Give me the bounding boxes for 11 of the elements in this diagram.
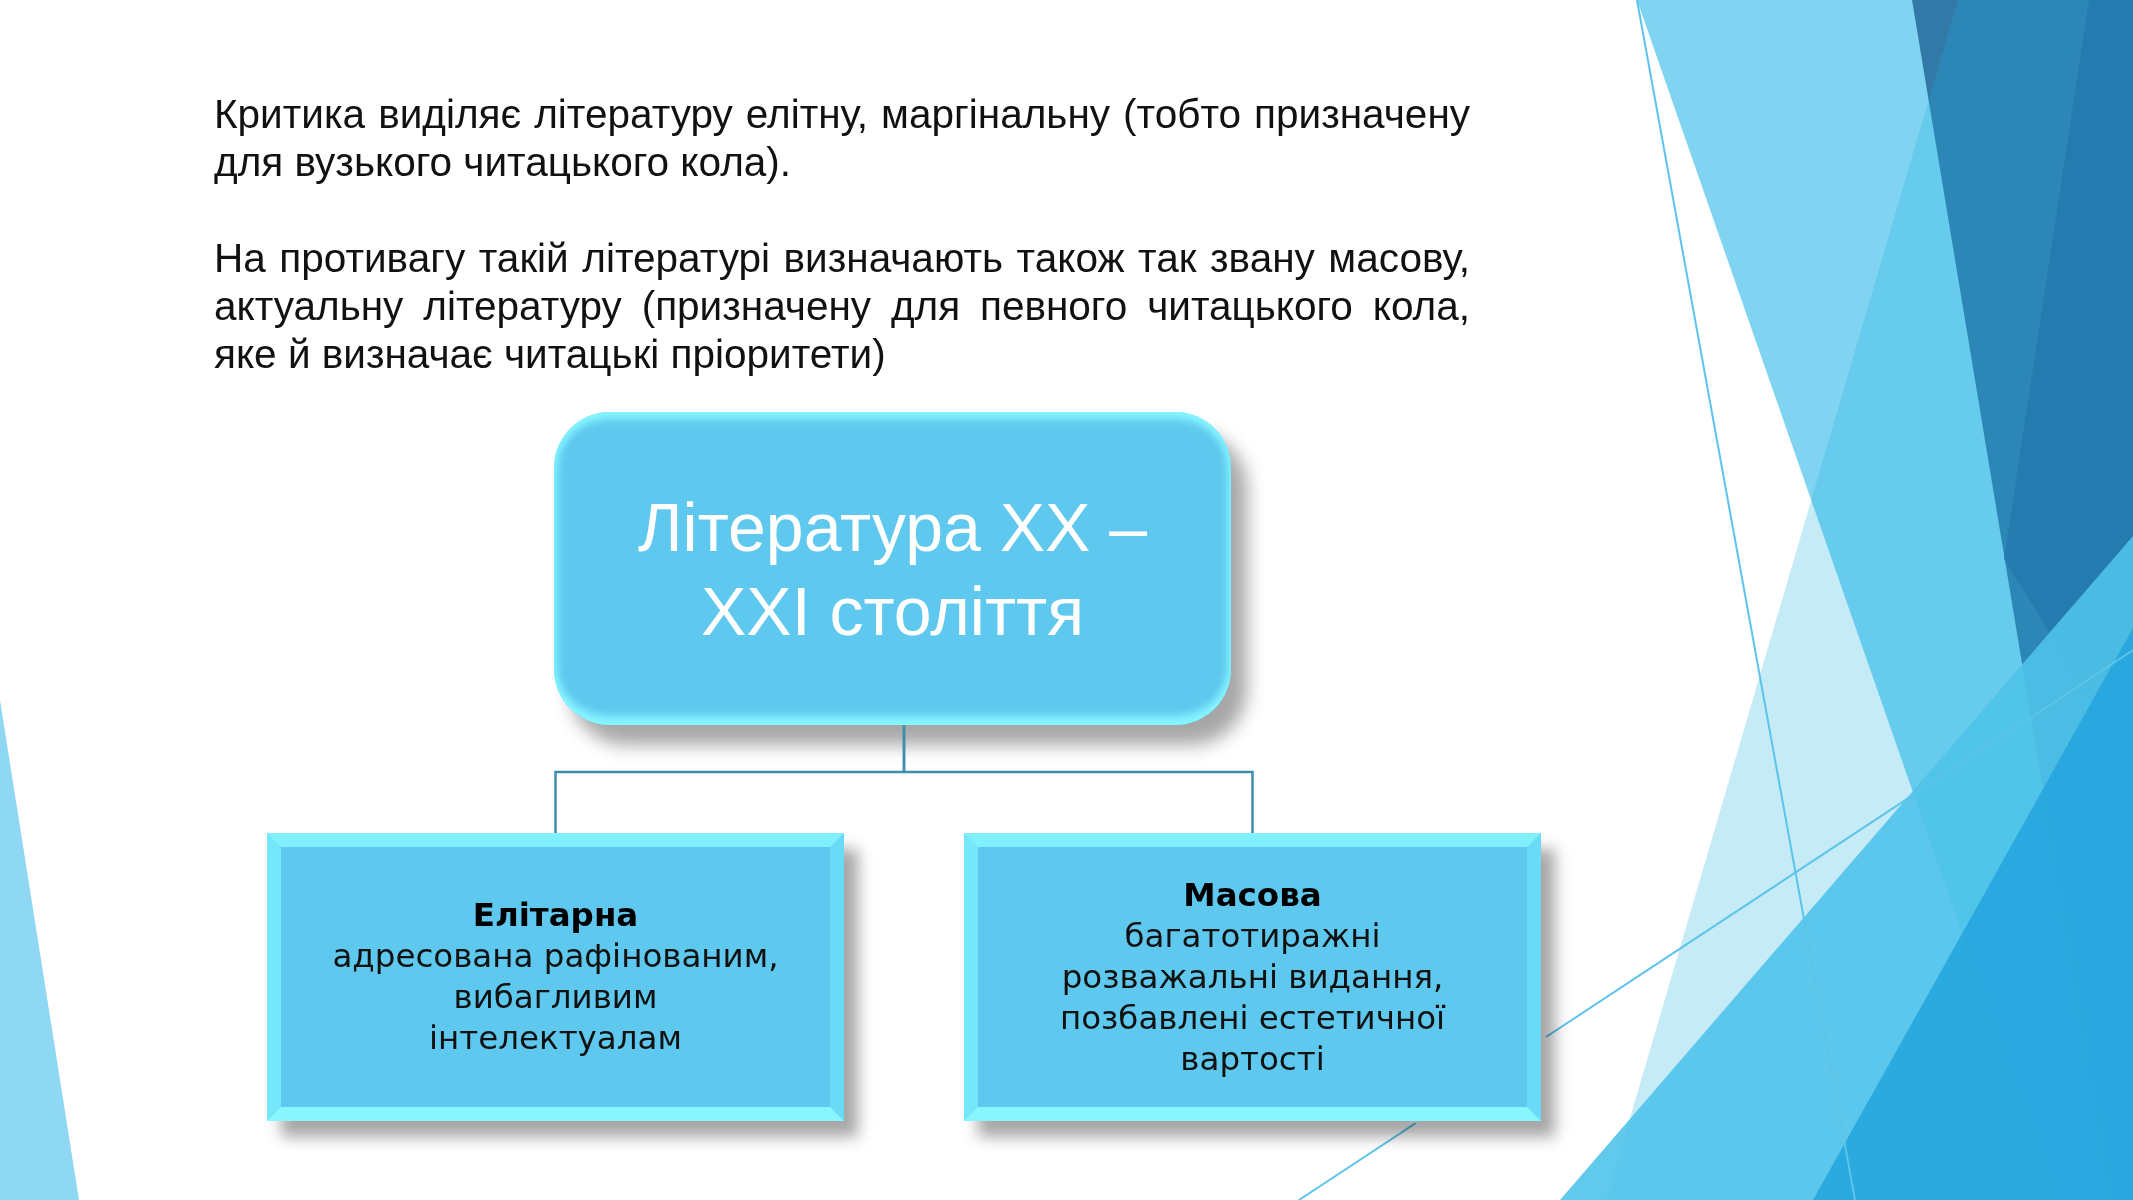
category-box	[964, 833, 1541, 1121]
box-description: адресована рафінованим, вибагливим інтелектуалам	[331, 936, 780, 1059]
box-title: Література XX – XXI століття	[636, 487, 1149, 651]
box-heading: Елітарна	[472, 895, 639, 936]
title-box	[554, 412, 1231, 725]
category-box	[267, 833, 844, 1121]
box-heading: Масова	[1183, 874, 1322, 916]
box-description: багатотиражні розважальні видання, позбавлені естетичної вартості	[1058, 915, 1447, 1080]
connector-line	[902, 725, 1254, 833]
paragraph-text: Критика виділяє літературу елітну, маргінальну (тобто призначену для вузького читацького кола).	[214, 90, 1470, 186]
paragraph-text: На противагу такій літературі визначають також так звану масову, актуальну літературу (призначену для певного читацького кола, яке й визначає читацькі пріоритети)	[214, 234, 1470, 378]
